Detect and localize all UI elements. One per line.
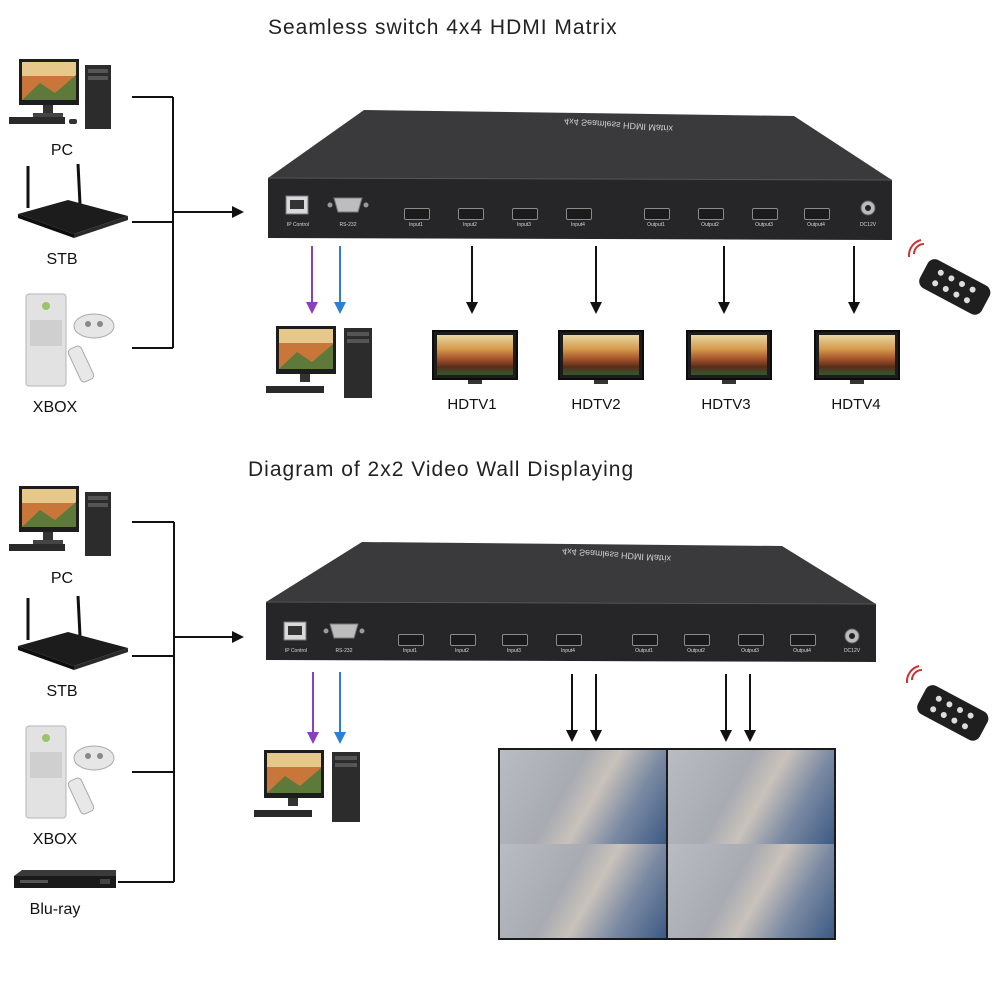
port-label: Output2 — [701, 222, 719, 228]
desktop-pc-icon — [5, 482, 117, 564]
hdmi-output-port — [804, 208, 830, 220]
hdmi-output-port — [738, 634, 764, 646]
source-label: Blu-ray — [29, 901, 81, 918]
hdmi-input-port — [502, 634, 528, 646]
port-label: Input1 — [403, 648, 417, 654]
source-label: XBOX — [32, 831, 78, 848]
hdtv-label: HDTV3 — [701, 396, 751, 413]
control-pc-icon — [250, 746, 366, 830]
top-section-title: Seamless switch 4x4 HDMI Matrix — [268, 16, 618, 39]
hdmi-matrix-device: 4x4 Seamless HDMI Matrix IP Control RS-2… — [262, 540, 880, 664]
hdtv-label: HDTV2 — [571, 396, 621, 413]
desktop-pc-icon — [5, 55, 117, 137]
game-console-icon — [12, 290, 122, 390]
hdmi-matrix-device: 4x4 Seamless HDMI Matrix IP Control RS-2… — [264, 108, 894, 242]
control-pc-icon — [262, 322, 378, 406]
hdmi-input-port — [512, 208, 538, 220]
port-label: Input1 — [409, 222, 423, 228]
signal-arrows — [307, 672, 756, 744]
port-label: DC12V — [859, 222, 877, 228]
hdtv-label: HDTV1 — [447, 396, 497, 413]
router-stb-icon — [10, 592, 132, 674]
port-label: Input4 — [571, 222, 585, 228]
router-stb-icon — [10, 160, 132, 242]
port-label: RS-232 — [339, 222, 357, 228]
hdtv-screen — [686, 330, 772, 384]
source-label: PC — [50, 142, 74, 159]
video-wall-2x2 — [498, 748, 836, 940]
video-wall-panel — [500, 750, 666, 844]
port-label: Output4 — [793, 648, 811, 654]
hdmi-input-port — [404, 208, 430, 220]
port-label: DC12V — [843, 648, 861, 654]
hdmi-output-port — [752, 208, 778, 220]
source-label: STB — [46, 251, 78, 268]
hdmi-output-port — [644, 208, 670, 220]
hdtv-screen — [814, 330, 900, 384]
hdtv-screen — [558, 330, 644, 384]
hdmi-output-port — [790, 634, 816, 646]
video-wall-panel — [500, 844, 666, 938]
port-label: RS-232 — [335, 648, 353, 654]
hdmi-output-port — [698, 208, 724, 220]
source-bus-lines — [118, 521, 244, 883]
game-console-icon — [12, 722, 122, 822]
hdmi-output-port — [684, 634, 710, 646]
port-label: Input4 — [561, 648, 575, 654]
port-label: Output4 — [807, 222, 825, 228]
bottom-section-title: Diagram of 2x2 Video Wall Displaying — [248, 458, 635, 481]
hdmi-input-port — [566, 208, 592, 220]
port-label: Output2 — [687, 648, 705, 654]
source-label: PC — [50, 570, 74, 587]
source-label: STB — [46, 683, 78, 700]
signal-arrows — [306, 246, 860, 314]
hdmi-input-port — [556, 634, 582, 646]
port-label: Output3 — [755, 222, 773, 228]
video-wall-panel — [668, 844, 834, 938]
hdmi-input-port — [450, 634, 476, 646]
port-label: Output3 — [741, 648, 759, 654]
hdtv-label: HDTV4 — [831, 396, 881, 413]
source-bus-lines — [132, 96, 244, 349]
remote-control-icon — [896, 664, 996, 748]
port-label: Output1 — [647, 222, 665, 228]
bluray-player-icon — [12, 866, 120, 894]
source-label: XBOX — [32, 399, 78, 416]
port-label: Input2 — [463, 222, 477, 228]
hdtv-screen — [432, 330, 518, 384]
hdmi-input-port — [398, 634, 424, 646]
port-label: Output1 — [635, 648, 653, 654]
hdmi-input-port — [458, 208, 484, 220]
port-label: Input2 — [455, 648, 469, 654]
port-label: Input3 — [517, 222, 531, 228]
remote-control-icon — [898, 238, 998, 322]
hdmi-output-port — [632, 634, 658, 646]
port-label: IP Control — [284, 648, 308, 654]
video-wall-panel — [668, 750, 834, 844]
port-label: Input3 — [507, 648, 521, 654]
port-label: IP Control — [286, 222, 310, 228]
